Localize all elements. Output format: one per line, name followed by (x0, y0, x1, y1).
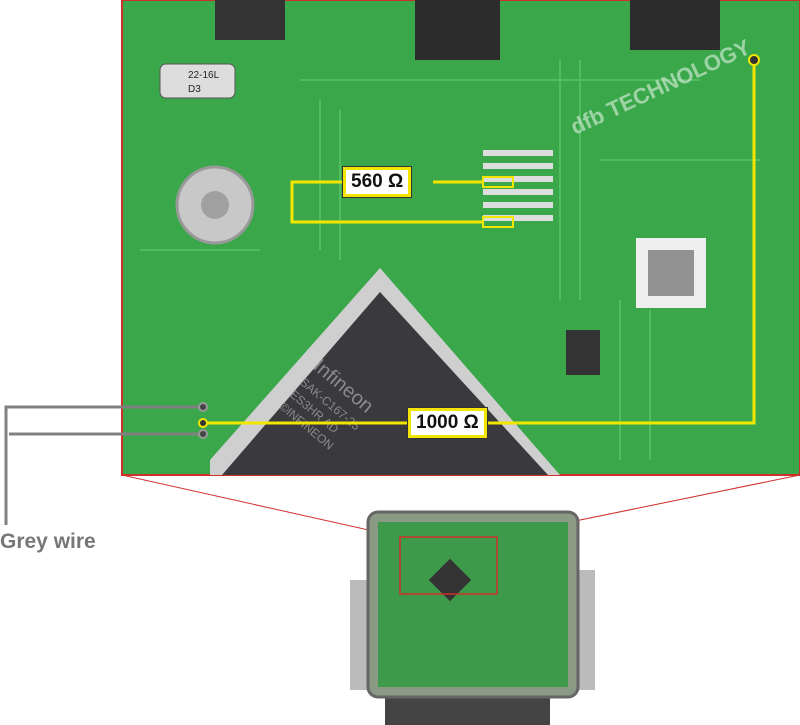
ecu-overview (350, 510, 595, 725)
resistor-1000-label: 1000 Ω (407, 407, 488, 439)
solder-point-top (748, 54, 760, 66)
ic-top-3 (215, 0, 285, 40)
ic-top-1 (415, 0, 500, 60)
resistor-560-label: 560 Ω (341, 166, 413, 198)
ecu-zoom-region (399, 536, 498, 595)
solder-point-grey-1 (198, 402, 208, 412)
diode (159, 63, 236, 99)
ic-top-2 (630, 0, 720, 50)
solder-point-grey-2 (198, 429, 208, 439)
connection-lines (203, 60, 756, 425)
screw-head (201, 191, 229, 219)
diode-marking-2: D3 (188, 84, 201, 95)
grey-wire-label: Grey wire (0, 530, 96, 553)
capacitor (566, 330, 600, 375)
resistor-560-highlight-2 (482, 216, 514, 228)
solder-point-yellow (198, 418, 208, 428)
resistor-560-highlight (482, 176, 514, 188)
pcb-traces (140, 60, 760, 460)
datamatrix-code (648, 250, 694, 296)
resistor-array (483, 150, 553, 221)
diode-marking: 22-16L (188, 70, 220, 81)
grey-wires (4, 405, 203, 525)
